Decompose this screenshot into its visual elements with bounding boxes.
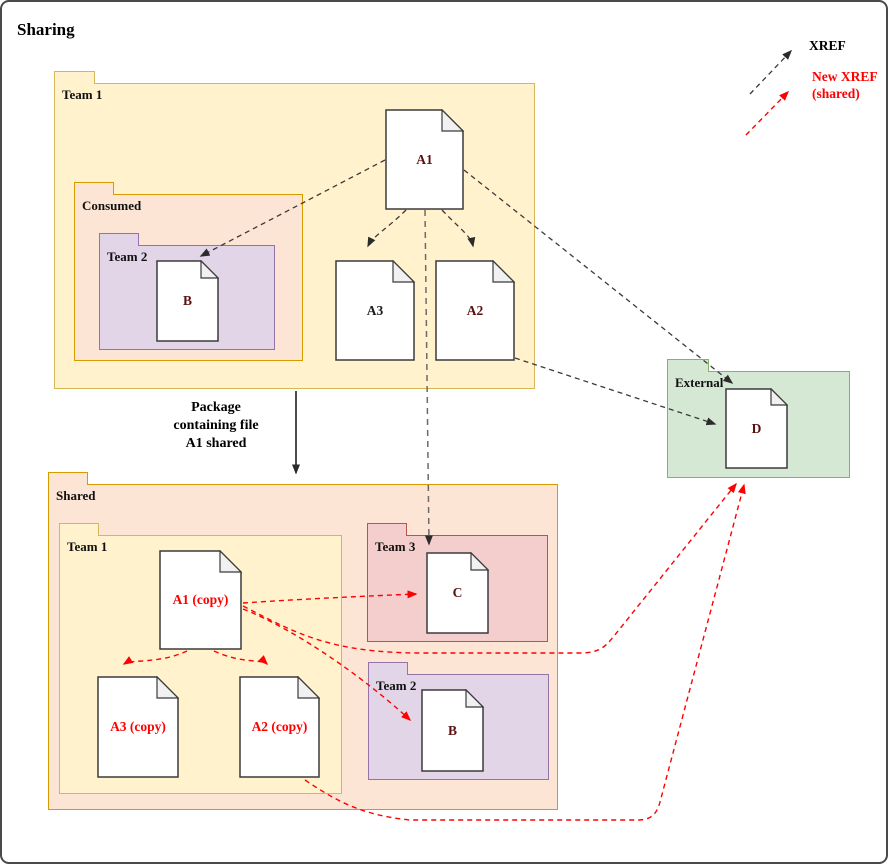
legend-new-xref-label: New XREF (shared)	[812, 68, 878, 102]
folder-shared-team3-tab	[367, 523, 407, 536]
folder-consumed-team2-label: Team 2	[107, 249, 148, 264]
note-shape	[97, 676, 179, 778]
folder-shared-team1-label: Team 1	[67, 539, 108, 554]
page-title: Sharing	[17, 20, 75, 39]
folder-team1-top-label: Team 1	[62, 87, 103, 102]
legend-new-xref-line2: (shared)	[812, 86, 860, 101]
file-c: C	[426, 552, 489, 634]
folder-consumed-team2-tab	[99, 233, 139, 246]
package-shared-label: Package containing file A1 shared	[173, 400, 259, 451]
note-shape	[385, 109, 464, 210]
note-shape	[159, 550, 242, 650]
file-b2: B	[421, 689, 484, 772]
file-b: B	[156, 260, 219, 342]
file-d-label: D	[751, 420, 762, 436]
folder-shared-team3-label: Team 3	[375, 539, 416, 554]
file-a2-copy-label: A2 (copy)	[251, 719, 308, 734]
file-b2-label: B	[447, 722, 457, 738]
file-a3: A3	[335, 260, 415, 361]
folder-external-label: External	[675, 375, 724, 390]
legend-new-xref-line1: New XREF	[812, 69, 878, 84]
file-a1: A1	[385, 109, 464, 210]
file-a1-copy-label: A1 (copy)	[172, 592, 229, 607]
file-a3-copy: A3 (copy)	[97, 676, 179, 778]
file-a2-copy: A2 (copy)	[239, 676, 320, 778]
folder-shared-tab	[48, 472, 88, 485]
folder-shared-team2-label: Team 2	[376, 678, 417, 693]
folder-shared-team1-tab	[59, 523, 99, 536]
legend-xref-label: XREF	[809, 38, 846, 53]
file-a3-label: A3	[366, 302, 384, 318]
folder-consumed-label: Consumed	[82, 198, 142, 213]
folder-team1-top-tab	[54, 71, 95, 84]
file-a2-label: A2	[466, 302, 484, 318]
note-shape	[156, 260, 219, 342]
file-c-label: C	[452, 585, 463, 600]
file-a3-copy-label: A3 (copy)	[110, 719, 166, 734]
folder-shared-label: Shared	[56, 488, 96, 503]
folder-shared-team2-tab	[368, 662, 408, 675]
file-a1-copy: A1 (copy)	[159, 550, 242, 650]
legend-xref-arrow	[749, 49, 793, 95]
file-b-label: B	[182, 293, 192, 308]
file-d: D	[725, 388, 788, 469]
folder-consumed-tab	[74, 182, 114, 195]
file-a1-label: A1	[416, 151, 433, 167]
file-a2: A2	[435, 260, 515, 361]
note-shape	[725, 388, 788, 469]
legend-new-xref-arrow	[745, 90, 790, 136]
folder-external-tab	[667, 359, 709, 372]
note-shape	[335, 260, 415, 361]
